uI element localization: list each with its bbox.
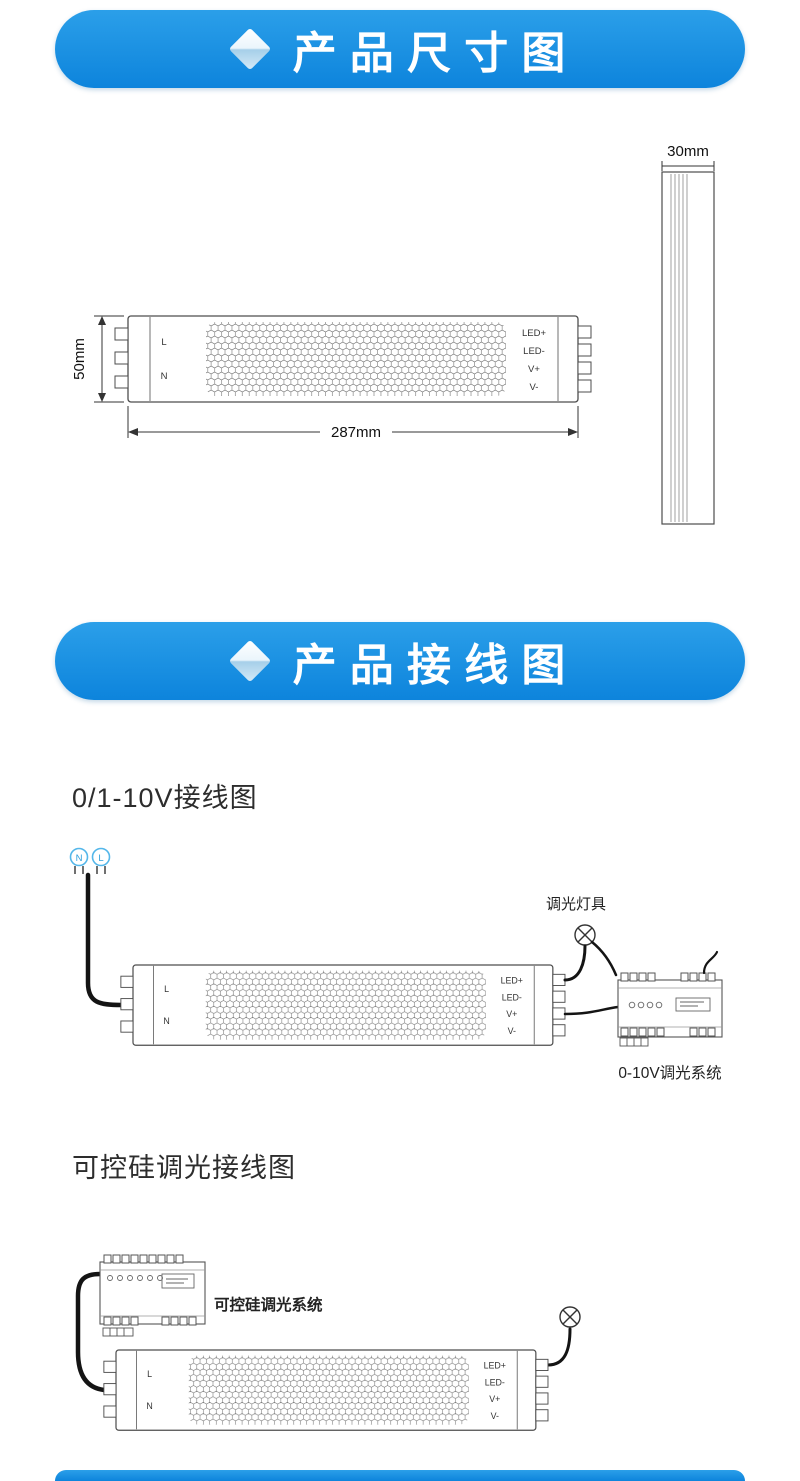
mains-wire xyxy=(85,872,124,1008)
lamp-icon xyxy=(574,924,596,946)
wire-driver-to-lamp xyxy=(563,944,587,982)
banner-title-wiring: 产品接线图 xyxy=(292,641,579,690)
left-terminal-tabs xyxy=(120,975,134,1033)
left-terminal-tabs xyxy=(103,1360,117,1418)
terminal-label-l: L xyxy=(164,984,169,994)
wire-driver-to-module xyxy=(563,1005,620,1016)
height-dimension: 50mm xyxy=(71,315,124,403)
module-connector xyxy=(619,1037,649,1047)
right-terminal-tabs xyxy=(535,1358,549,1422)
heading-triac: 可控硅调光接线图 xyxy=(72,1153,296,1183)
vent-mesh xyxy=(188,1355,469,1425)
wire-lamp-to-module xyxy=(590,940,618,977)
right-terminal-tabs xyxy=(577,325,592,393)
depth-dimension-label: 30mm xyxy=(667,143,709,160)
section-banner-dimension: 产品尺寸图 xyxy=(55,10,745,88)
terminal-label-ledp: LED+ xyxy=(522,328,546,339)
vent-mesh xyxy=(206,322,506,396)
height-dimension-label: 50mm xyxy=(71,338,88,380)
module-connector xyxy=(102,1327,134,1337)
svg-text:LED+: LED+ xyxy=(484,1361,506,1371)
terminal-label-n: N xyxy=(146,1401,152,1411)
banner-title-dimension: 产品尺寸图 xyxy=(292,29,579,78)
terminal-label-l: L xyxy=(147,1369,152,1379)
wiring-diagram-triac: 可控硅调光系统 L N LED+ LED- V+ V- xyxy=(75,1254,581,1431)
dimension-diagram: 30mm L N LED+ LED xyxy=(71,143,715,525)
lamp-label: 调光灯具 xyxy=(546,896,606,913)
mains-wire xyxy=(75,1271,107,1393)
wiring-diagram-010v: N L L N LED+ xyxy=(69,847,723,1082)
live-label: L xyxy=(98,853,103,864)
wire-driver-to-lamp xyxy=(546,1327,572,1367)
svg-text:V-: V- xyxy=(508,1026,516,1036)
svg-text:V-: V- xyxy=(491,1411,499,1421)
lamp-icon xyxy=(559,1306,581,1328)
mains-input: N L xyxy=(69,847,111,874)
terminal-label-n: N xyxy=(163,1016,169,1026)
diamond-icon xyxy=(228,27,271,71)
svg-text:LED+: LED+ xyxy=(501,976,523,986)
svg-text:LED-: LED- xyxy=(502,992,522,1002)
right-terminal-labels: LED+ LED- V+ V- xyxy=(501,976,523,1036)
left-terminal-tabs xyxy=(114,327,129,389)
terminal-label-ledm: LED- xyxy=(523,346,545,357)
driver-front-view: L N LED+ LED- V+ V- xyxy=(120,964,566,1046)
section-banner-wiring: 产品接线图 xyxy=(55,622,745,700)
system-label-triac: 可控硅调光系统 xyxy=(214,1295,323,1314)
right-terminal-labels: LED+ LED- V+ V- xyxy=(522,328,546,393)
terminal-label-n: N xyxy=(161,371,168,382)
vent-mesh xyxy=(205,970,486,1040)
driver-front-view: L N LED+ LED- V+ V- xyxy=(103,1349,549,1431)
heading-010v: 0/1-10V接线图 xyxy=(72,783,258,813)
next-section-banner-peek xyxy=(55,1470,745,1481)
system-label-010v: 0-10V调光系统 xyxy=(618,1064,721,1082)
neutral-label: N xyxy=(76,853,83,864)
terminal-label-vp: V+ xyxy=(528,364,540,375)
width-dimension-label: 287mm xyxy=(331,424,381,441)
right-terminal-labels: LED+ LED- V+ V- xyxy=(484,1361,506,1421)
terminal-label-vm: V- xyxy=(530,382,539,393)
width-dimension: 287mm xyxy=(127,406,579,441)
side-view-drawing: 30mm xyxy=(661,143,715,525)
diamond-icon xyxy=(228,639,271,683)
svg-text:LED-: LED- xyxy=(485,1377,505,1387)
right-terminal-tabs xyxy=(552,973,566,1037)
svg-text:V+: V+ xyxy=(506,1009,517,1019)
dimmer-module-010v xyxy=(617,950,723,1047)
driver-front-view: L N LED+ LED- V+ V- xyxy=(114,315,592,403)
dimmer-module-triac xyxy=(99,1254,206,1337)
terminal-label-l: L xyxy=(161,337,166,348)
svg-text:V+: V+ xyxy=(489,1394,500,1404)
